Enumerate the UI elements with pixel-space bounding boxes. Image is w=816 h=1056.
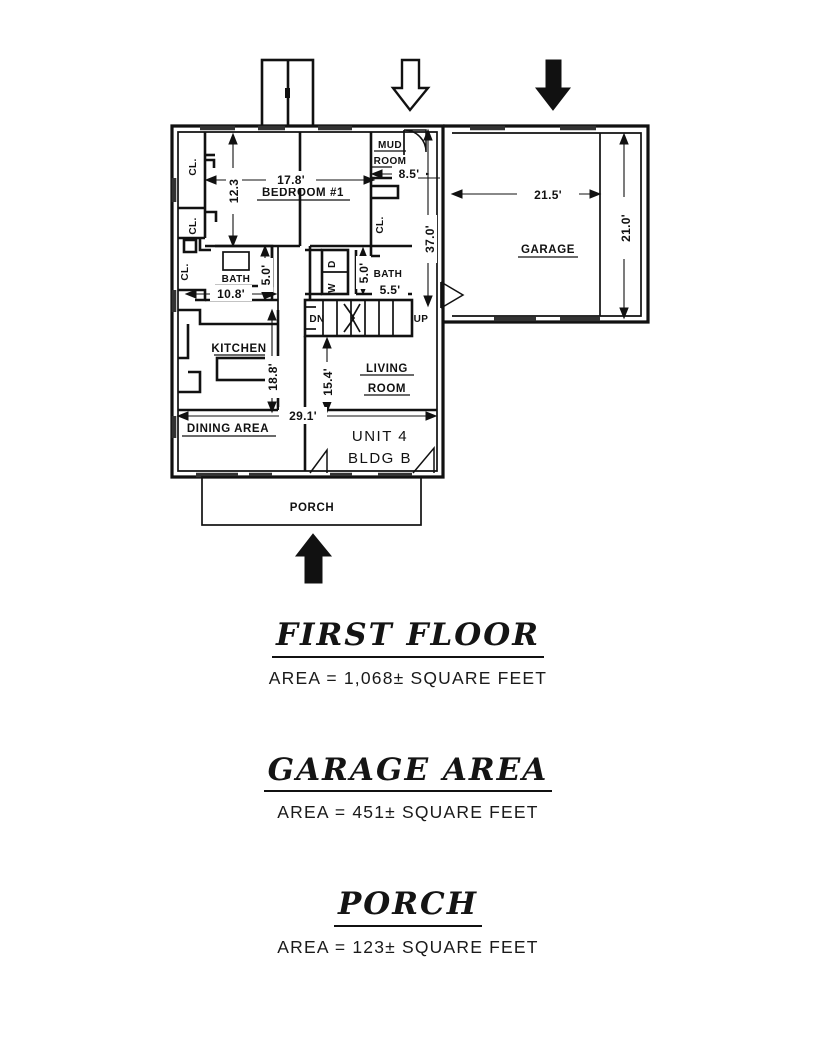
caption-title-garage-area: GARAGE AREA: [263, 752, 553, 793]
garage-dim-depth: 21.0': [616, 132, 633, 320]
dim-mudroom-width: 8.5': [399, 167, 420, 181]
bath-right-dim-width: 5.5': [372, 281, 408, 297]
bath-left-dim-width: 10.8': [184, 285, 278, 301]
stairs: DN UP: [303, 298, 429, 338]
living-room-label: LIVING ROOM: [360, 363, 414, 396]
house-dim-width: 29.1': [176, 407, 438, 424]
house-dim-depth: 37.0': [418, 128, 440, 308]
kitchen-label: KITCHEN: [211, 343, 266, 356]
caption-porch: PORCH AREA = 123± SQUARE FEET: [0, 887, 816, 958]
room-label-mudroom-line1: MUD: [378, 140, 402, 151]
room-label-closet-1: CL.: [188, 158, 199, 175]
room-label-living-line1: LIVING: [366, 363, 408, 375]
mudroom-dim-width: 8.5': [370, 165, 430, 181]
dim-bedroom-width: 17.8': [277, 173, 305, 187]
room-label-closet-2: CL.: [188, 217, 199, 234]
bedroom-dim-depth: 12.3: [226, 132, 242, 248]
bedroom1-label: BEDROOM #1: [257, 187, 350, 201]
caption-first-floor: FIRST FLOOR AREA = 1,068± SQUARE FEET: [0, 617, 816, 689]
dim-house-depth: 37.0': [423, 225, 437, 253]
dim-bath-left-width: 10.8': [217, 287, 245, 301]
porch-outline: PORCH: [201, 476, 422, 526]
caption-area-porch: AREA = 123± SQUARE FEET: [277, 936, 539, 957]
dim-bedroom-depth: 12.3: [227, 179, 241, 204]
unit-label-line1: UNIT 4: [352, 428, 408, 445]
unit-label-line2: BLDG B: [348, 450, 412, 467]
room-label-mudroom-line2: ROOM: [374, 156, 407, 167]
chimney: [260, 58, 315, 128]
bath-right-dim-depth: 5.0': [356, 246, 371, 296]
floor-plan-drawing: GARAGE 21.5' 21.0' BEDROOM #1 C: [170, 58, 650, 584]
caption-area-first-floor: AREA = 1,068± SQUARE FEET: [268, 667, 548, 688]
room-label-garage: GARAGE: [521, 244, 575, 256]
unit-identifier: UNIT 4 BLDG B: [348, 428, 412, 467]
bath-right-label: BATH: [374, 269, 403, 280]
dim-garage-width: 21.5': [534, 188, 562, 202]
room-label-closet-4: CL.: [375, 216, 386, 233]
door-swing-right-wall: [440, 281, 465, 309]
bath-left-dim-depth: 5.0': [258, 244, 273, 302]
dim-kitchen-depth: 18.8': [266, 363, 280, 391]
north-arrow-solid: [534, 59, 572, 111]
door-swing-bottom-right: [412, 445, 435, 474]
room-label-dining: DINING AREA: [187, 423, 269, 435]
laundry-closet: D W: [320, 248, 350, 296]
room-label-closet-3: CL.: [180, 263, 191, 280]
area-captions: FIRST FLOOR AREA = 1,068± SQUARE FEET GA…: [0, 600, 816, 958]
caption-area-garage: AREA = 451± SQUARE FEET: [277, 802, 539, 823]
door-swing-bottom-left: [309, 447, 328, 474]
room-label-bath-right: BATH: [374, 269, 403, 280]
dim-garage-depth: 21.0': [619, 214, 633, 242]
north-arrow-hollow: [390, 58, 431, 112]
bath-left-label: BATH: [222, 274, 251, 285]
dim-house-width: 29.1': [289, 409, 317, 423]
room-label-porch: PORCH: [290, 502, 335, 514]
porch-entry-arrow: [294, 533, 333, 584]
kitchen-dim-depth: 18.8': [265, 308, 281, 414]
dim-bath-right-width: 5.5': [380, 283, 401, 297]
stair-label-down: DN: [309, 314, 324, 325]
appliance-label-washer: W: [327, 283, 338, 293]
dim-bath-right-depth: 5.0': [357, 263, 371, 284]
room-label-bedroom1: BEDROOM #1: [262, 187, 344, 199]
dim-bath-left-depth: 5.0': [259, 265, 273, 286]
room-label-living-line2: ROOM: [368, 383, 406, 395]
appliance-label-dryer: D: [327, 260, 338, 268]
room-label-kitchen: KITCHEN: [211, 343, 266, 355]
living-dim-depth: 15.4': [320, 336, 336, 414]
caption-title-porch: PORCH: [333, 887, 483, 927]
closet-labels: CL. CL. CL. CL.: [180, 158, 386, 280]
garage-label: GARAGE: [518, 244, 578, 258]
caption-title-first-floor: FIRST FLOOR: [271, 617, 545, 658]
dining-label: DINING AREA: [182, 423, 276, 437]
dim-living-depth: 15.4': [321, 368, 335, 396]
room-label-bath-left: BATH: [222, 274, 251, 285]
caption-garage-area: GARAGE AREA AREA = 451± SQUARE FEET: [0, 752, 816, 824]
stair-label-up: UP: [414, 314, 429, 325]
kitchen-walls: [178, 308, 280, 412]
garage-dim-width: 21.5': [450, 186, 602, 203]
garage-walls: [443, 124, 650, 324]
